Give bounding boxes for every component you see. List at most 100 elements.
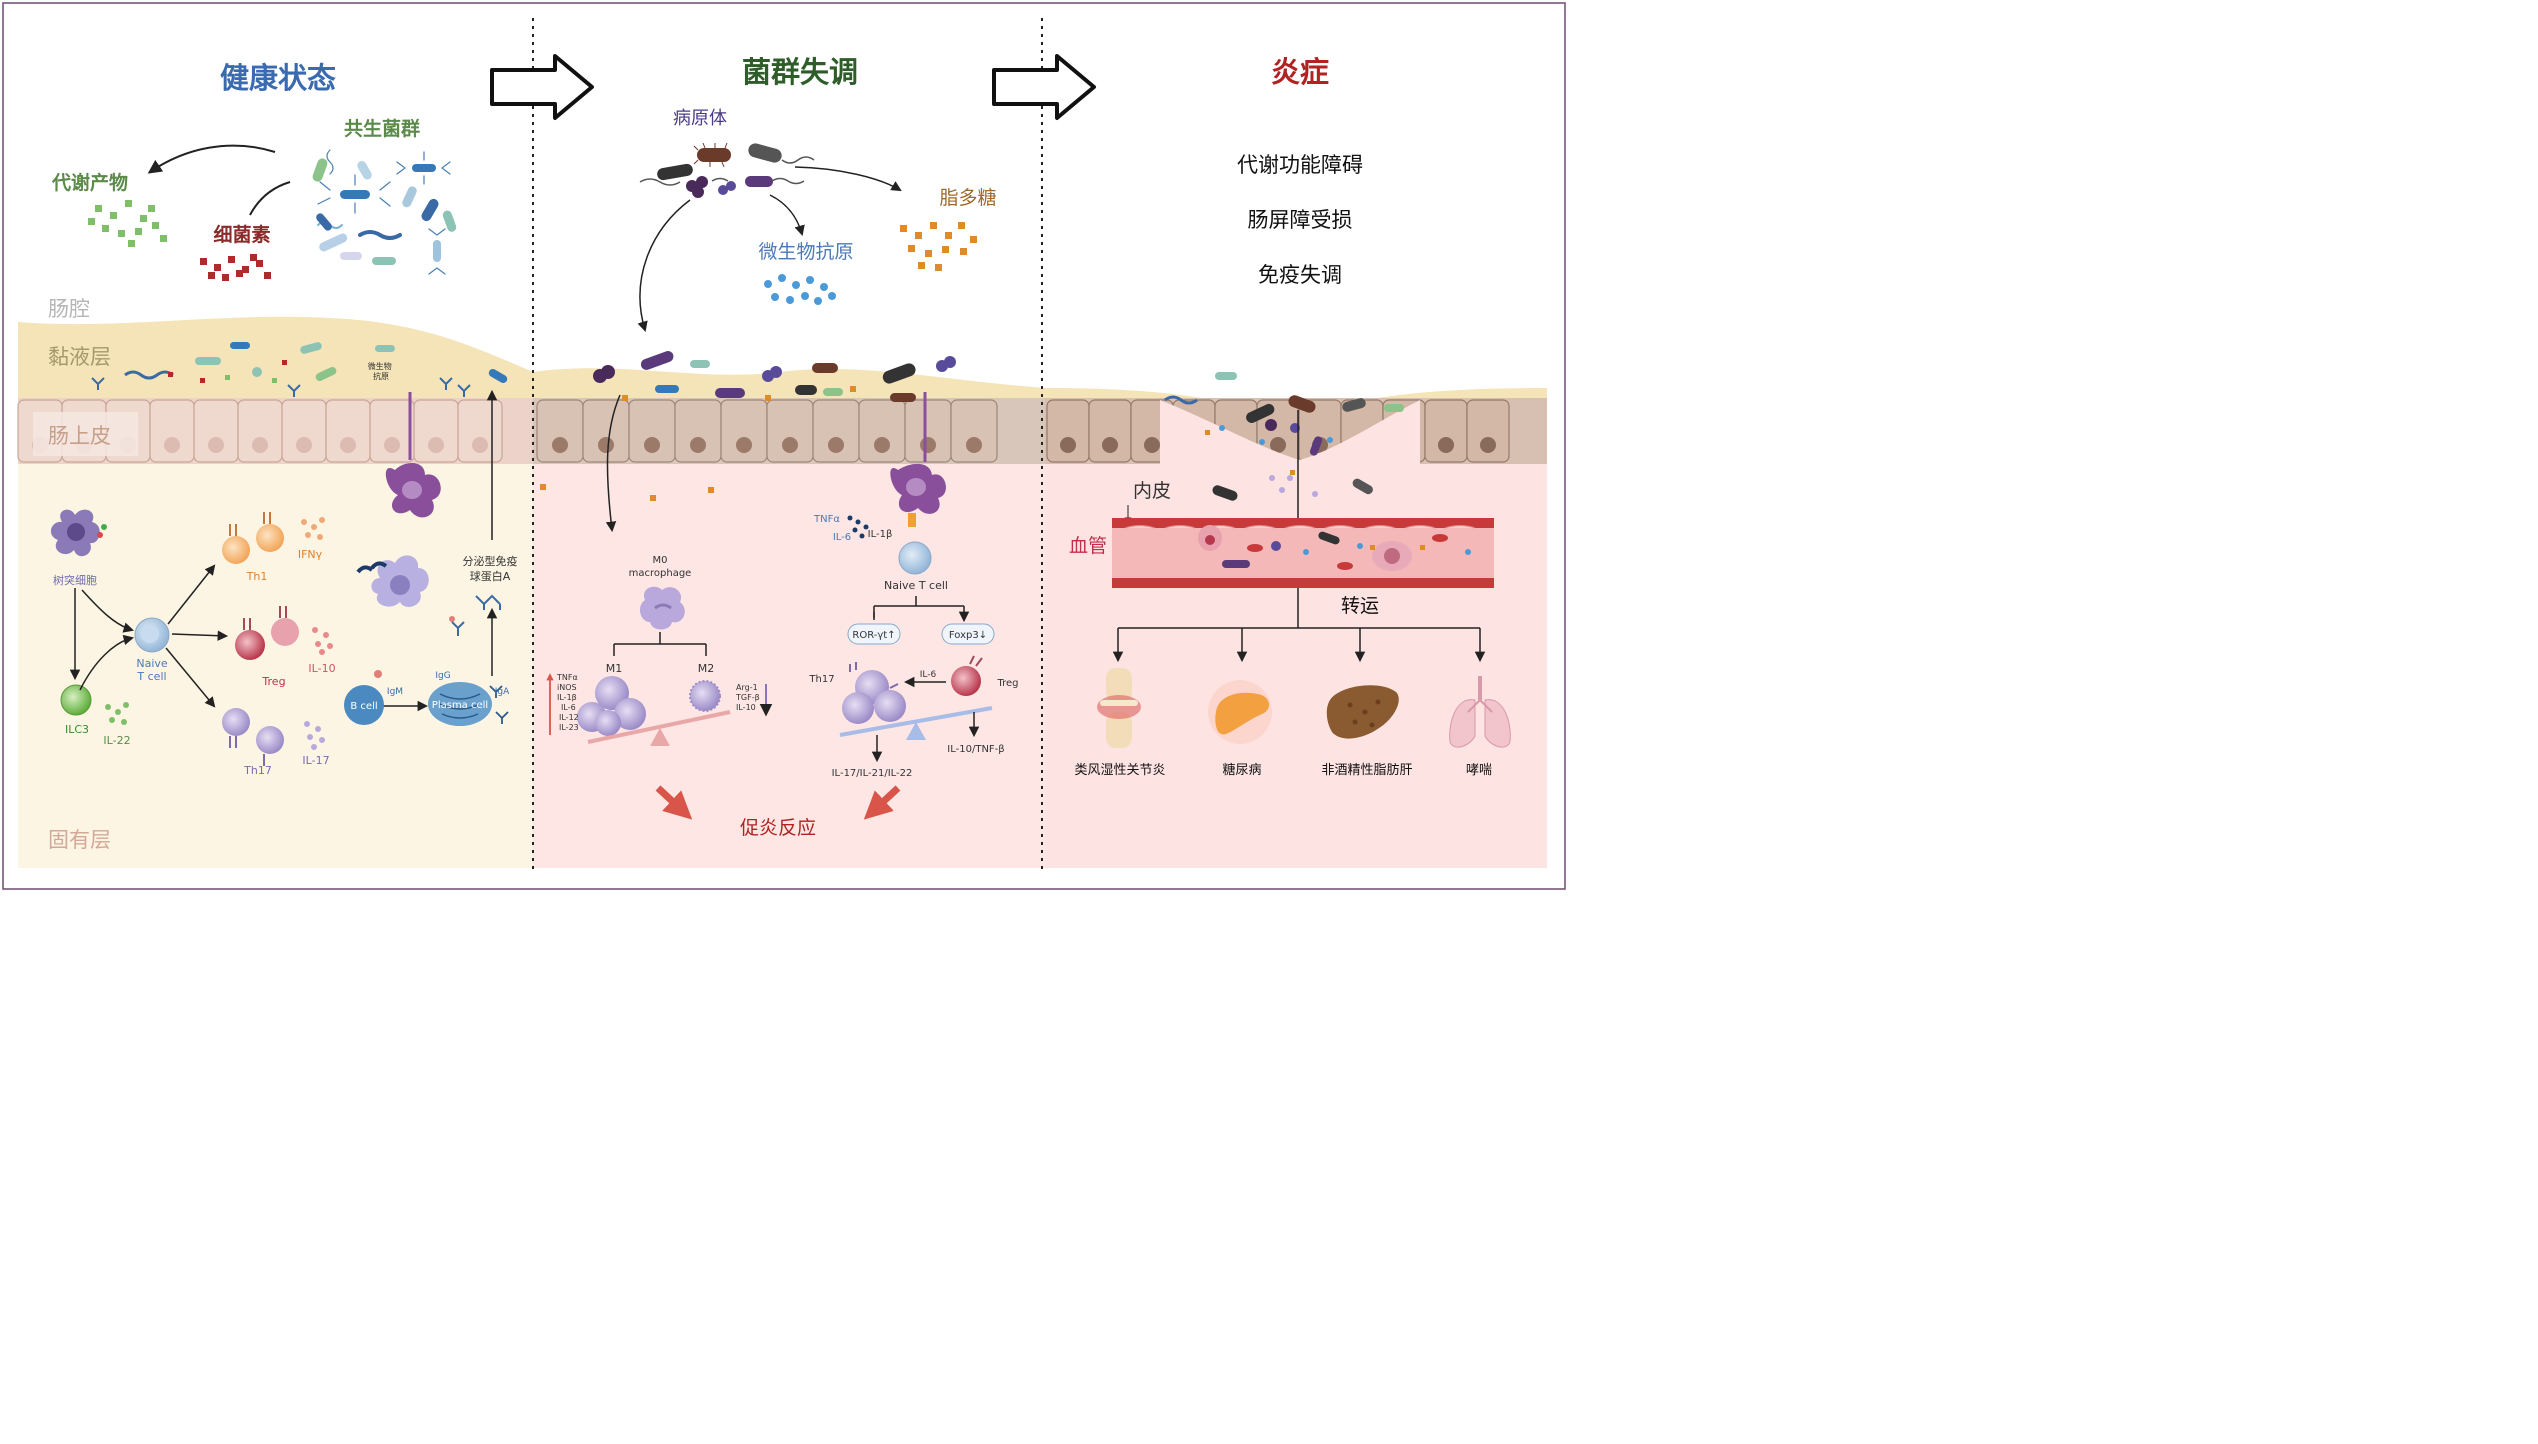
ilc3-cell [60,684,92,716]
dendritic-label: 树突细胞 [53,573,97,587]
mucus-bacteria-healthy [91,342,508,397]
th-seesaw [839,706,993,740]
ror-gt-badge [847,623,901,645]
mucus-layer-dysbiosis [533,368,1045,405]
iga-label: IgA [495,687,510,697]
ilc3-label: ILC3 [65,723,89,736]
microbial-antigen-label: 微生物抗原 [758,241,853,263]
epithelium-inflamed [1045,398,1547,470]
th1-cells [222,512,284,564]
arrow-to-antigen [769,194,805,237]
macrophage-seesaw [587,710,731,746]
treg-cells [235,606,299,660]
naive-t-cell-dysbiosis [898,541,932,575]
th17-cells-healthy [222,708,284,766]
lamina-dysbiosis-bg [533,462,1045,868]
il1b-label: IL-1β [868,529,893,540]
line-to-bacteriocin [249,181,291,216]
pancreas-icon [1208,680,1272,744]
b-cell [344,670,384,725]
vessel-label: 血管 [1069,535,1107,557]
transition-arrow-2 [992,54,1096,120]
commensal-label: 共生菌群 [344,117,420,140]
treg-label: Treg [261,675,285,688]
antigen-particles [764,274,836,305]
t-cell-branch [873,596,965,618]
arrow-to-metabolites [147,144,276,174]
inflam-item-0: 代谢功能障碍 [1237,153,1363,177]
siga-label: 分泌型免疫球蛋白A [463,554,518,583]
lungs-icon [1449,676,1511,748]
inflam-item-1: 肠屏障受损 [1248,208,1353,232]
th17-output-label: IL-17/IL-21/IL-22 [832,768,913,779]
igm-label: IgM [387,687,403,697]
treg-cell-dysbiosis [951,655,983,696]
pathogen-label: 病原体 [673,108,727,129]
commensal-bacteria [312,149,457,275]
arrow-bacteria-to-macrophage [605,394,621,533]
plasma-cell [428,682,509,726]
inflammation-title: 炎症 [1271,55,1329,89]
macrophage-branch [613,632,707,656]
tnfa-label: TNFα [813,514,840,525]
metabolites-label: 代谢产物 [51,171,128,194]
gut-microbiota-diagram: 健康状态 菌群失调 炎症 共生菌群 代谢产物 细菌素 [2,2,1566,890]
dc-cytokine-dots [847,515,869,539]
phagocyte-cell [356,555,429,607]
liver-icon [1326,685,1399,739]
transition-arrow-1 [490,54,594,120]
proinflam-arrow-left [655,785,693,820]
naive-t-cell-healthy [134,617,170,653]
th17-label-dysbiosis: Th17 [808,674,834,685]
th1-label: Th1 [246,570,268,583]
dendritic-cell-healthy [50,509,107,557]
intraepithelial-dendritic-cell [385,392,441,518]
ror-gt-label: ROR-γt↑ [852,630,895,641]
disease-diabetes: 糖尿病 [1222,762,1261,778]
ifng-label: IFNγ [298,548,323,561]
distribution-tree [1112,588,1486,663]
il22-label: IL-22 [103,734,130,747]
foxp3-badge [941,623,995,645]
treg-label-dysbiosis: Treg [996,678,1018,689]
epithelium-label-bg [33,412,138,456]
lamina-label: 固有层 [48,828,111,852]
b-cell-label: B cell [350,701,377,712]
epithelium-dysbiosis [533,398,1045,464]
th17-cells-dysbiosis [842,662,906,724]
transport-label: 转运 [1341,595,1379,617]
arrow-to-mucus [637,199,691,333]
m2-macrophage [689,680,721,712]
disease-ra: 类风湿性关节炎 [1074,763,1165,778]
metabolite-particles [88,200,167,247]
crossing-pathogens [1212,475,1373,501]
bacteriocin-label: 细菌素 [213,223,270,246]
il6-dc-label: IL-6 [833,532,851,543]
mucus-pathogens-dysbiosis [540,351,956,501]
plasma-cell-label: Plasma cell [432,700,488,711]
il17-label: IL-17 [302,754,329,767]
m2-label: M2 [698,662,715,675]
healthy-arrows [69,389,498,712]
blood-vessel [1112,518,1494,588]
microbial-antigen-small-label: 微生物 抗原 [368,361,395,381]
dysbiosis-title: 菌群失调 [742,55,858,89]
healthy-title: 健康状态 [220,61,336,95]
disease-nafld: 非酒精性脂肪肝 [1321,762,1412,778]
lps-label: 脂多糖 [939,187,996,209]
th17-label-healthy: Th17 [243,764,272,777]
m1-label: M1 [606,662,623,675]
endothelium-label: 内皮 [1133,480,1171,502]
joint-icon [1097,668,1141,748]
il17-dots [304,721,325,750]
pathogens-cluster [639,142,815,198]
lumen-label: 肠腔 [48,297,90,321]
il10-dots [312,627,333,655]
naive-t-label-dysbiosis: Naive T cell [884,579,948,592]
treg-output-label: IL-10/TNF-β [947,744,1004,755]
dendritic-cell-dysbiosis [890,392,946,527]
disease-asthma: 哮喘 [1466,762,1492,778]
arrow-to-lps [794,166,902,192]
mucus-pathogens-inflamed [1164,372,1404,475]
